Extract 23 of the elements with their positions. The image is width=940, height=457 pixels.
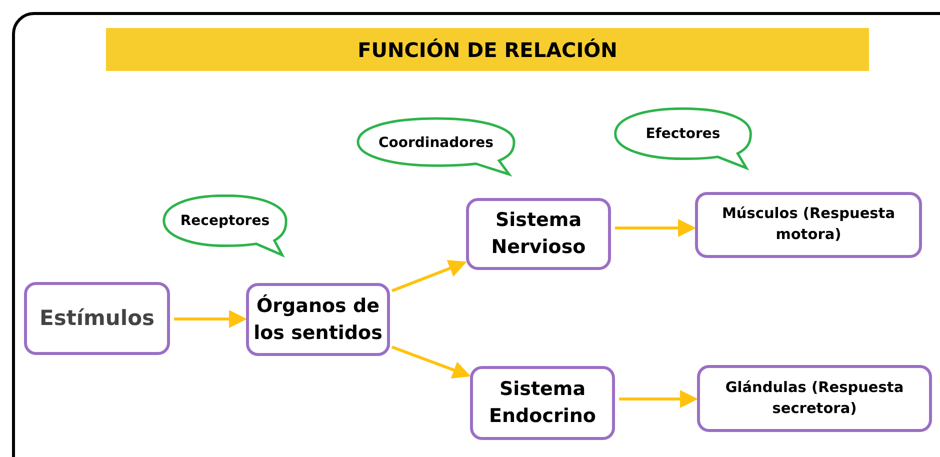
node-label: Sistema Endocrino	[488, 377, 597, 429]
node-label: Músculos (Respuesta motora)	[720, 205, 896, 245]
speech-bubble	[160, 193, 290, 259]
arrow	[174, 310, 247, 328]
node-label: Efectores	[644, 125, 722, 144]
arrow	[391, 346, 471, 378]
rounded-box	[697, 365, 932, 432]
speech-bubble	[611, 106, 755, 172]
rounded-box	[466, 198, 611, 270]
arrow	[615, 219, 696, 237]
rounded-box	[695, 192, 922, 258]
node-label: Glándulas (Respuesta secretora)	[724, 378, 905, 418]
rounded-box	[246, 283, 390, 356]
arrow	[619, 390, 698, 408]
node-label: Coordinadores	[377, 134, 494, 154]
arrow	[391, 260, 467, 292]
node-label: Órganos de los sentidos	[252, 293, 384, 346]
node-label: Receptores	[179, 212, 271, 232]
node-label: Estímulos	[38, 305, 156, 332]
node-label: Sistema Nervioso	[490, 208, 587, 260]
title-banner: FUNCIÓN DE RELACIÓN	[106, 28, 869, 71]
rounded-box	[470, 366, 615, 440]
rounded-box	[24, 282, 170, 355]
